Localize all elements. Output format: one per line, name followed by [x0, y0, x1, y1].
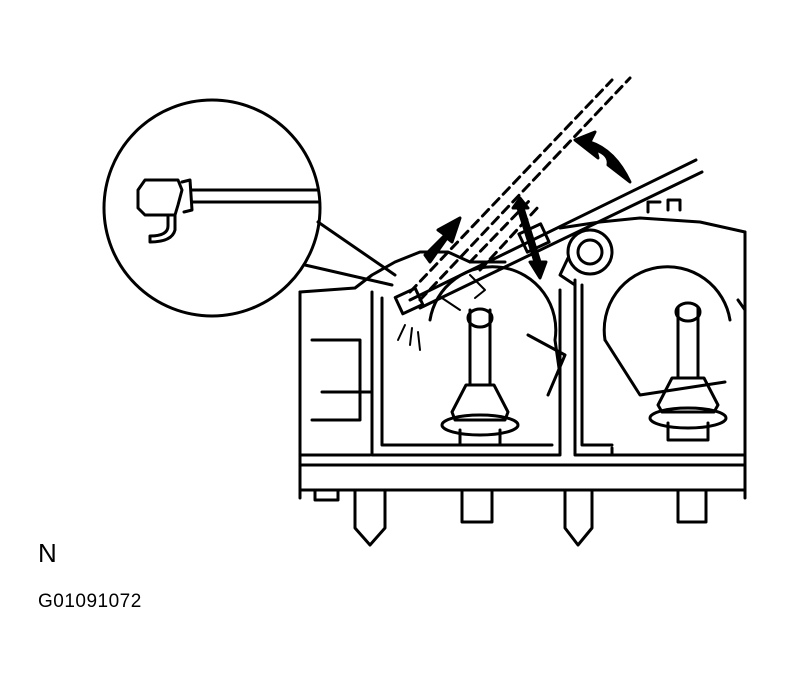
figure-code-label: G01091072: [38, 591, 142, 612]
arrow-up-left: [423, 216, 462, 264]
view-letter-label: N: [38, 538, 57, 568]
arrow-double-vertical: [511, 196, 548, 280]
right-actuator: [602, 265, 732, 442]
zoom-detail-circle: [102, 98, 322, 318]
control-cable: [393, 158, 704, 316]
arrow-curved-up: [573, 130, 632, 184]
housing: [298, 216, 747, 502]
motion-arrows: [423, 130, 632, 280]
zoom-callout-connector: [303, 220, 397, 287]
detail-strokes: [397, 274, 486, 351]
cable-clip: [558, 198, 682, 287]
cable-moved-position: [408, 76, 632, 302]
mounting-pegs: [353, 488, 708, 547]
